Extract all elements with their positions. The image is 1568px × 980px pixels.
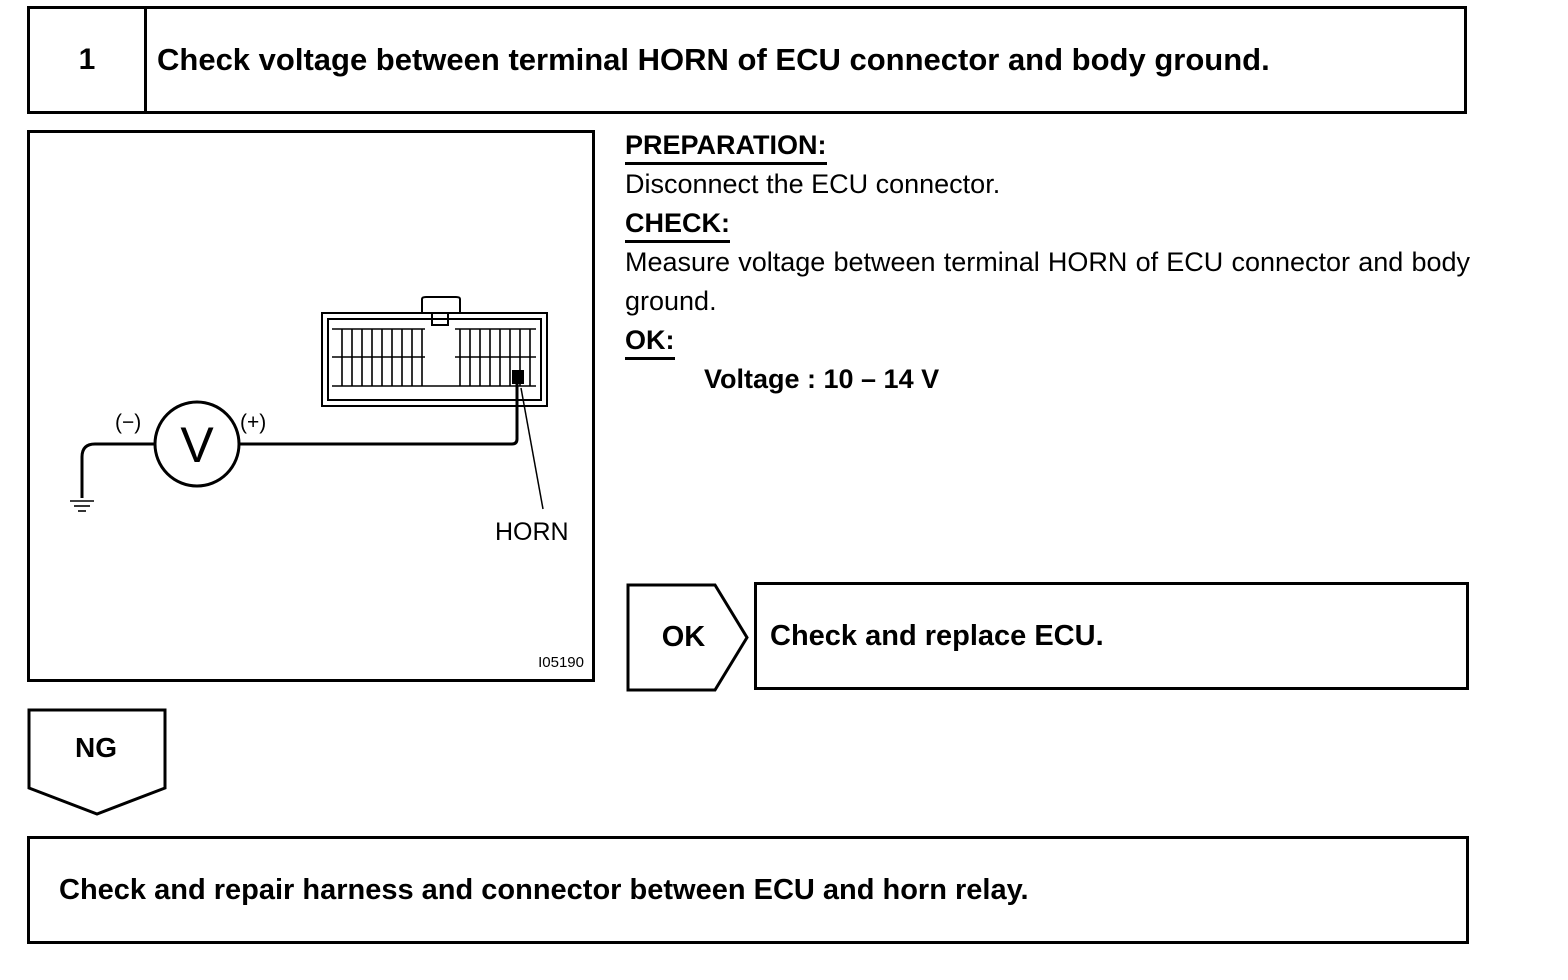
ok-heading: OK: [625,324,675,360]
check-text: Measure voltage between terminal HORN of… [625,247,1470,316]
procedure: PREPARATION: Disconnect the ECU connecto… [625,126,1470,399]
step-number: 1 [30,9,147,111]
preparation-text: Disconnect the ECU connector. [625,169,1001,199]
figure-code: I05190 [538,654,584,671]
probe-lead [240,381,519,446]
voltmeter-icon: V [153,400,241,488]
ng-action-box: Check and repair harness and connector b… [27,836,1469,944]
ok-action-text: Check and replace ECU. [770,619,1104,652]
ok-action-box: Check and replace ECU. [754,582,1469,690]
ground-lead [80,442,155,498]
wiring-figure: V (−) (+) HORN I05190 [27,130,595,682]
circuit-diagram: V [70,296,548,512]
ground-icon [70,500,94,512]
ecu-connector-icon [321,296,548,407]
horn-leader-line [520,387,544,510]
negative-terminal-label: (−) [115,411,142,434]
positive-terminal-label: (+) [240,411,267,434]
svg-text:V: V [180,417,214,473]
ok-label: OK [661,621,706,653]
step-title: Check voltage between terminal HORN of E… [157,42,1270,77]
ng-label: NG [75,732,117,763]
preparation-heading: PREPARATION: [625,129,827,165]
ng-action-text: Check and repair harness and connector b… [59,873,1029,906]
ng-arrow-shape [27,708,167,816]
ok-specification: Voltage : 10 – 14 V [704,364,940,394]
ok-arrow-shape [626,583,749,692]
check-heading: CHECK: [625,207,730,243]
horn-terminal-label: HORN [495,518,569,546]
step-header: 1 Check voltage between terminal HORN of… [27,6,1467,114]
